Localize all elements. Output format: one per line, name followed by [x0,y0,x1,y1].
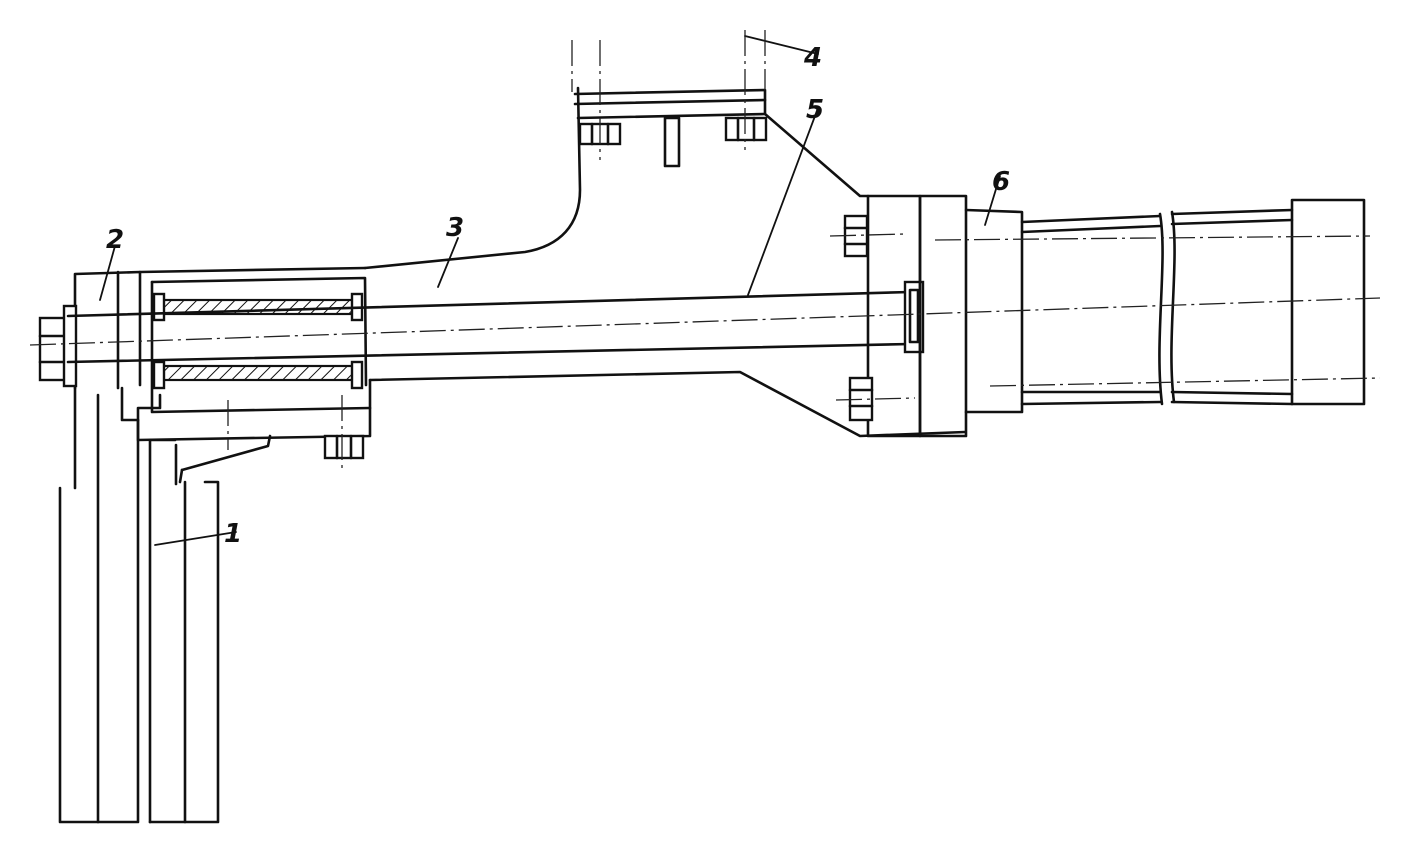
label-part-5: 5 [806,95,824,125]
bolts-and-nuts [323,116,874,460]
part-2-end-plate [73,245,367,422]
left-bolt-head [38,304,78,388]
hatched-bushing [152,292,364,390]
label-part-2: 2 [106,225,124,255]
label-part-1: 1 [224,519,242,549]
part-1-bracket [58,378,372,824]
center-lines [29,30,1381,470]
part-labels: 1 2 3 4 5 6 [106,43,1010,549]
part-3-housing [150,86,967,438]
part-4-mounting-bracket [573,35,870,198]
label-part-6: 6 [992,167,1010,197]
part-6-cylinder [866,175,1366,438]
label-part-3: 3 [446,213,464,243]
part-5-shaft [66,107,925,364]
label-part-4: 4 [803,43,822,73]
